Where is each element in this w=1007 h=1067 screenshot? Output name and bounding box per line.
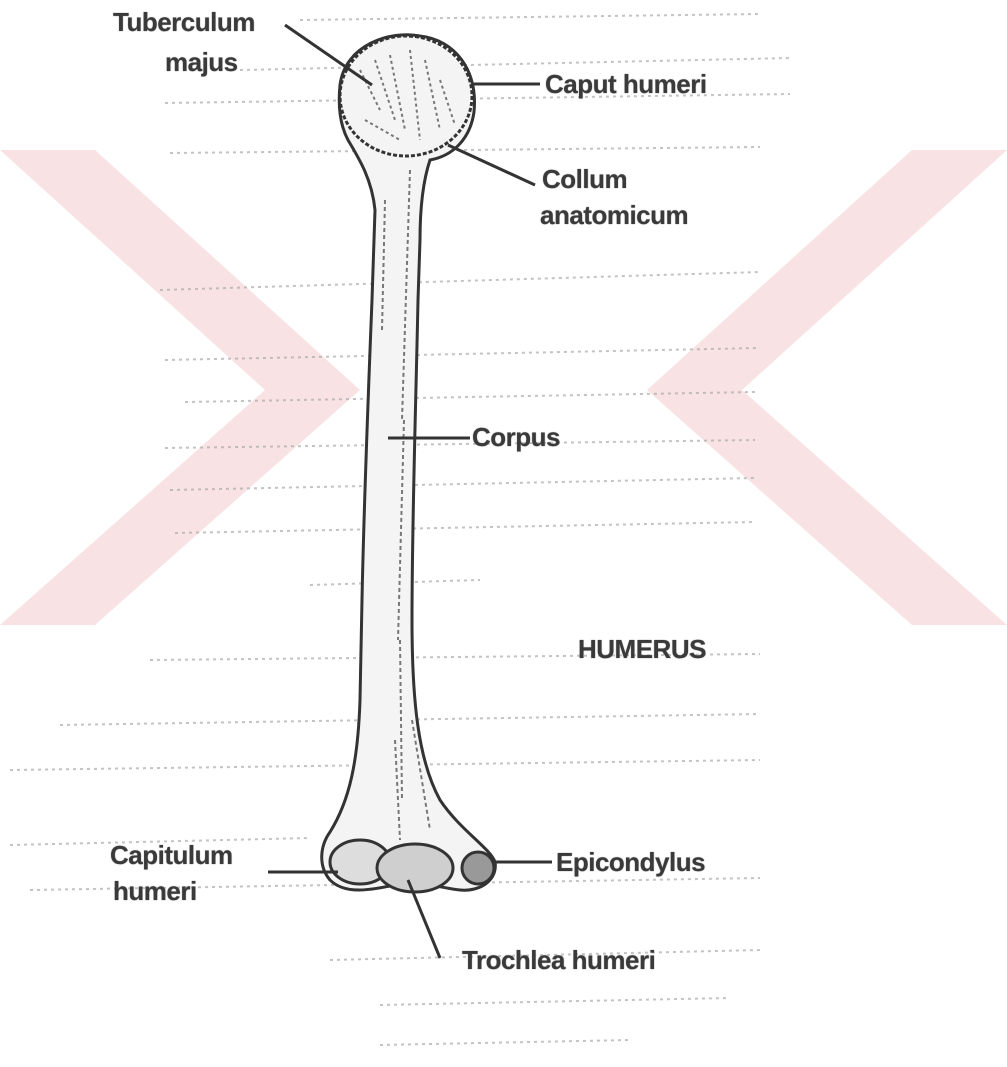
watermark-right-chevron [647,150,1007,625]
label-capitulum-humeri: humeri [113,877,197,905]
epicondylus-shape [462,852,494,884]
label-capitulum: Capitulum [110,841,233,869]
label-epicondylus: Epicondylus [556,848,705,876]
label-trochlea-humeri: Trochlea humeri [462,946,655,974]
label-collum: Collum [542,165,627,193]
label-humerus: HUMERUS [578,635,706,663]
label-tuberculum: Tuberculum [113,8,255,36]
label-majus: majus [165,48,238,76]
watermark [0,150,1007,625]
humeral-head [322,35,496,890]
label-anatomicum: anatomicum [540,201,688,229]
watermark-left-chevron [0,150,360,625]
label-corpus: Corpus [472,423,560,451]
humerus-bone [322,35,496,892]
trochlea-shape [377,844,453,892]
leader-collum [448,145,535,185]
label-caput-humeri: Caput humeri [545,70,707,98]
